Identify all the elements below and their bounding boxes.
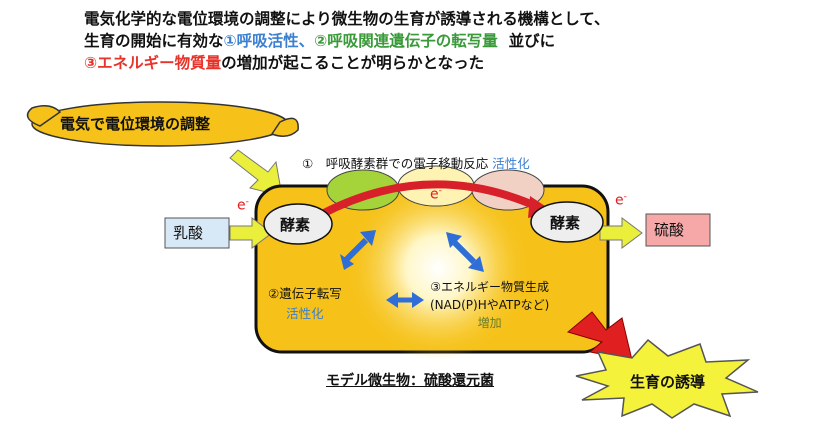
growth-label: 生育の誘導 [630,373,706,391]
electron-label-left: e- [237,197,249,214]
organism-caption: モデル微生物：硫酸還元菌 [326,373,494,389]
blue-arrow-link [386,292,424,308]
lactate-label: 乳酸 [173,224,204,242]
gene-transcription-label: ②遺伝子転写 活性化 [268,286,342,321]
cloud-label: 電気で電位環境の調整 [60,115,211,133]
growth-arrow [566,311,633,361]
intro-line-3-tail: の増加が起こることが明らかとなった [221,54,485,72]
lactate-box [164,217,230,249]
growth-burst [575,338,759,419]
enzyme-right-label: 酵素 [550,214,581,232]
intro-line-3: ③エネルギー物質量の増加が起こることが明らかとなった [84,52,819,74]
sulfate-box [645,213,711,247]
intro-line-2-lead: 生育の開始に有効な [84,32,224,50]
energy-material-highlight: ③エネルギー物質量 [84,54,222,72]
intro-line-2: 生育の開始に有効な①呼吸活性、②呼吸関連遺伝子の転写量 並びに [84,30,819,52]
intro-line-1: 電気化学的な電位環境の調整により微生物の生育が誘導される機構として、 [84,10,610,28]
energy-glow [346,176,530,360]
enzyme-left-label: 酵素 [280,216,311,234]
sulfate-out-arrow [599,217,643,249]
gene-transcription-highlight: ②呼吸関連遺伝子の転写量 [314,32,498,50]
enzyme-left-circle [263,203,333,245]
cloud-shape [26,101,299,147]
respiration-activity-highlight: ①呼吸活性、 [223,32,315,50]
energy-production-label: ③エネルギー物質生成 (NAD(P)HやATPなど) 増加 [430,280,550,330]
respiration-activation-text: 活性化 [492,156,530,171]
blue-arrow-energy [446,232,484,272]
electron-label-center: e- [430,186,442,203]
respiration-step-label: ① 呼吸酵素群での電子移動反応 活性化 [302,153,530,172]
intro-line-2-tail: 並びに [508,32,556,50]
respiration-step-text: ① 呼吸酵素群での電子移動反応 [302,156,489,171]
enzyme-right-circle [530,201,604,243]
electron-label-right: e- [615,192,627,209]
blue-arrow-gene [340,230,376,270]
lactate-in-arrow [229,217,273,249]
electron-flow-arc [318,180,544,218]
intro-text: 電気化学的な電位環境の調整により微生物の生育が誘導される機構として、 生育の開始… [84,8,819,74]
sulfate-label: 硫酸 [654,221,685,239]
